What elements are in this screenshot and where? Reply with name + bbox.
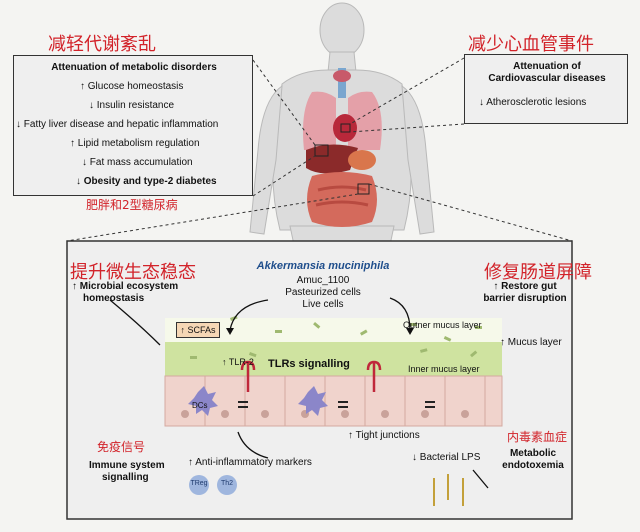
connectors (66, 57, 573, 242)
cardio-heading-cn: 减少心血管事件 (468, 34, 594, 55)
metabolic-item: ↓ Fat mass accumulation (82, 157, 193, 168)
inner-mucus-label: Inner mucus layer (408, 364, 480, 374)
anti-inflammatory-label: ↑ Anti-inflammatory markers (188, 457, 312, 468)
metabolic-box: Attenuation of metabolic disorders ↑ Glu… (13, 55, 253, 196)
lps-chains (433, 474, 464, 506)
scfas-badge: ↑ SCFAs (176, 322, 220, 338)
endotoxemia-cn: 内毒素血症 (507, 430, 568, 444)
restore-line-2: barrier disruption (483, 293, 567, 304)
left-lung (303, 91, 336, 150)
metabolic-item: ↓ Fatty liver disease and hepatic inflam… (16, 119, 219, 130)
outer-mucus-label: Outner mucus layer (403, 320, 482, 330)
obesity-cn: 肥胖和2型糖尿病 (86, 198, 178, 212)
treg-label: TReg (190, 480, 208, 487)
metabolic-item: ↓ Obesity and type-2 diabetes (76, 176, 217, 187)
cardio-box: Attenuation of Cardiovascular diseases ↓… (464, 54, 628, 124)
right-lung (348, 91, 382, 150)
lps-label: ↓ Bacterial LPS (412, 452, 481, 463)
metabolic-heading-cn: 减轻代谢紊乱 (48, 34, 156, 55)
treg-cell (189, 475, 209, 495)
metabolic-line-1: Metabolic (509, 448, 557, 459)
th2-cell (217, 475, 237, 495)
dendritic-cells (188, 386, 328, 416)
organs (303, 68, 382, 227)
dcs-label: DCs (192, 401, 208, 410)
agent-arrows (109, 297, 489, 489)
restore-line-1: ↑ Restore gut (493, 281, 557, 292)
tlrs-label: TLRs signalling (268, 358, 350, 370)
immune-line-1: Immune system (89, 460, 165, 471)
barrier-heading-cn: 修复肠道屏障 (484, 262, 592, 283)
mucus-layer-label: ↑ Mucus layer (500, 337, 562, 348)
metabolic-item: ↑ Glucose homeostasis (80, 81, 184, 92)
tight-junction-marks (238, 401, 435, 408)
liver (306, 144, 358, 174)
metabolic-title: Attenuation of metabolic disorders (51, 62, 217, 73)
microbial-line-2: homeostasis (83, 293, 145, 304)
th2-label: Th2 (220, 480, 234, 487)
stomach (348, 150, 376, 170)
metabolic-item: ↓ Insulin resistance (89, 100, 175, 111)
tlr2-label: ↑ TLR-2 (222, 357, 254, 367)
agent-3: Live cells (302, 299, 344, 310)
metabolic-item: ↑ Lipid metabolism regulation (70, 138, 200, 149)
immune-cn: 免疫信号 (97, 440, 146, 454)
cardio-title-2: Cardiovascular diseases (488, 73, 606, 84)
agent-1: Amuc_1100 (296, 275, 350, 286)
tlr-receptors (240, 360, 382, 392)
metabolic-line-2: endotoxemia (502, 460, 564, 471)
thyroid (333, 70, 351, 82)
microecology-heading-cn: 提升微生态稳态 (70, 262, 196, 283)
agent-2: Pasteurized cells (285, 287, 361, 298)
immune-line-2: signalling (102, 472, 149, 483)
tight-junctions-label: ↑ Tight junctions (348, 430, 420, 441)
intestines (307, 172, 377, 227)
cardio-item: ↓ Atherosclerotic lesions (479, 97, 587, 108)
heart (333, 114, 357, 142)
microbial-line-1: ↑ Microbial ecosystem (72, 281, 179, 292)
cardio-title-1: Attenuation of (513, 61, 581, 72)
organism-name: Akkermansia muciniphila (256, 260, 390, 272)
